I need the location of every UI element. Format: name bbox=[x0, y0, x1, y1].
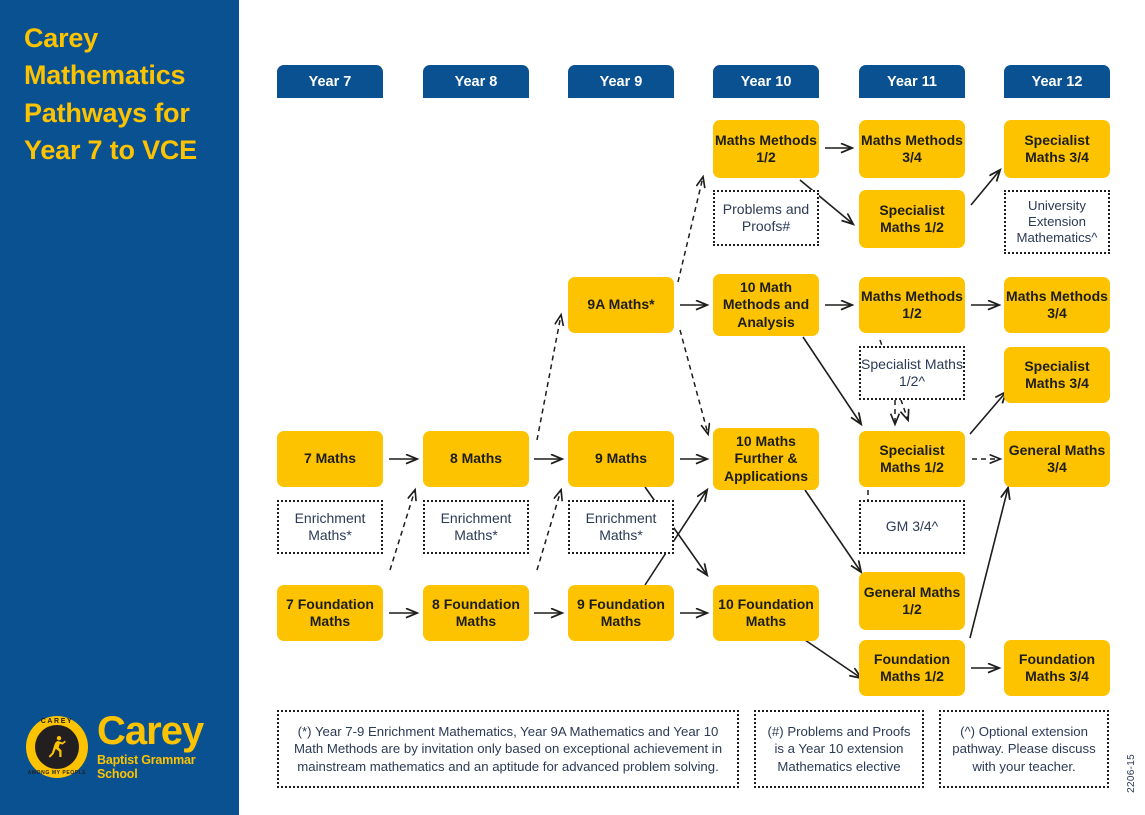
node-specialist-maths-34-top[interactable]: Specialist Maths 3/4 bbox=[1004, 120, 1110, 178]
node-general-maths-12[interactable]: General Maths 1/2 bbox=[859, 572, 965, 630]
year-header-12: Year 12 bbox=[1004, 65, 1110, 98]
node-maths-methods-34-mid[interactable]: Maths Methods 3/4 bbox=[1004, 277, 1110, 333]
document-reference: 2206-15 bbox=[1126, 754, 1137, 793]
seal-top-text: CAREY bbox=[40, 717, 74, 725]
node-10-foundation-maths[interactable]: 10 Foundation Maths bbox=[713, 585, 819, 641]
node-gm-34-optional[interactable]: GM 3/4^ bbox=[859, 500, 965, 554]
footnote-hash: (#) Problems and Proofs is a Year 10 ext… bbox=[754, 710, 924, 788]
node-enrichment-maths-7[interactable]: Enrichment Maths* bbox=[277, 500, 383, 554]
node-maths-methods-34-top[interactable]: Maths Methods 3/4 bbox=[859, 120, 965, 178]
node-enrichment-maths-8[interactable]: Enrichment Maths* bbox=[423, 500, 529, 554]
logo-wordmark: Carey bbox=[97, 709, 204, 753]
node-8-foundation-maths[interactable]: 8 Foundation Maths bbox=[423, 585, 529, 641]
node-enrichment-maths-9[interactable]: Enrichment Maths* bbox=[568, 500, 674, 554]
page-title: Carey Mathematics Pathways for Year 7 to… bbox=[24, 23, 197, 165]
node-9a-maths[interactable]: 9A Maths* bbox=[568, 277, 674, 333]
node-specialist-maths-12-main[interactable]: Specialist Maths 1/2 bbox=[859, 431, 965, 487]
year-header-8: Year 8 bbox=[423, 65, 529, 98]
node-maths-methods-12-top[interactable]: Maths Methods 1/2 bbox=[713, 120, 819, 178]
node-foundation-maths-12[interactable]: Foundation Maths 1/2 bbox=[859, 640, 965, 696]
seal-bottom-text: AMONG MY PEOPLE bbox=[27, 769, 87, 776]
node-10-maths-further-and-applications[interactable]: 10 Maths Further & Applications bbox=[713, 428, 819, 490]
brand-sidebar: Carey Mathematics Pathways for Year 7 to… bbox=[0, 0, 239, 815]
node-10-math-methods-and-analysis[interactable]: 10 Math Methods and Analysis bbox=[713, 274, 819, 336]
footnote-caret: (^) Optional extension pathway. Please d… bbox=[939, 710, 1109, 788]
node-maths-methods-12-mid[interactable]: Maths Methods 1/2 bbox=[859, 277, 965, 333]
node-7-maths[interactable]: 7 Maths bbox=[277, 431, 383, 487]
node-8-maths[interactable]: 8 Maths bbox=[423, 431, 529, 487]
node-7-foundation-maths[interactable]: 7 Foundation Maths bbox=[277, 585, 383, 641]
node-foundation-maths-34[interactable]: Foundation Maths 3/4 bbox=[1004, 640, 1110, 696]
node-9-maths[interactable]: 9 Maths bbox=[568, 431, 674, 487]
node-specialist-maths-34-mid[interactable]: Specialist Maths 3/4 bbox=[1004, 347, 1110, 403]
year-header-9: Year 9 bbox=[568, 65, 674, 98]
node-problems-and-proofs[interactable]: Problems and Proofs# bbox=[713, 190, 819, 246]
carey-seal-icon: CAREY AMONG MY PEOPLE bbox=[26, 715, 88, 778]
node-specialist-maths-12-optional[interactable]: Specialist Maths 1/2^ bbox=[859, 346, 965, 400]
footnote-asterisk: (*) Year 7-9 Enrichment Mathematics, Yea… bbox=[277, 710, 739, 788]
runner-icon bbox=[48, 735, 66, 758]
node-specialist-maths-12-top[interactable]: Specialist Maths 1/2 bbox=[859, 190, 965, 248]
logo-tagline: Baptist Grammar School bbox=[97, 753, 196, 781]
year-header-10: Year 10 bbox=[713, 65, 819, 98]
node-general-maths-34[interactable]: General Maths 3/4 bbox=[1004, 431, 1110, 487]
year-header-11: Year 11 bbox=[859, 65, 965, 98]
year-header-7: Year 7 bbox=[277, 65, 383, 98]
node-university-extension-mathematics[interactable]: University Extension Mathematics^ bbox=[1004, 190, 1110, 254]
school-logo: CAREY AMONG MY PEOPLE Carey Baptist Gram… bbox=[26, 709, 239, 781]
node-9-foundation-maths[interactable]: 9 Foundation Maths bbox=[568, 585, 674, 641]
